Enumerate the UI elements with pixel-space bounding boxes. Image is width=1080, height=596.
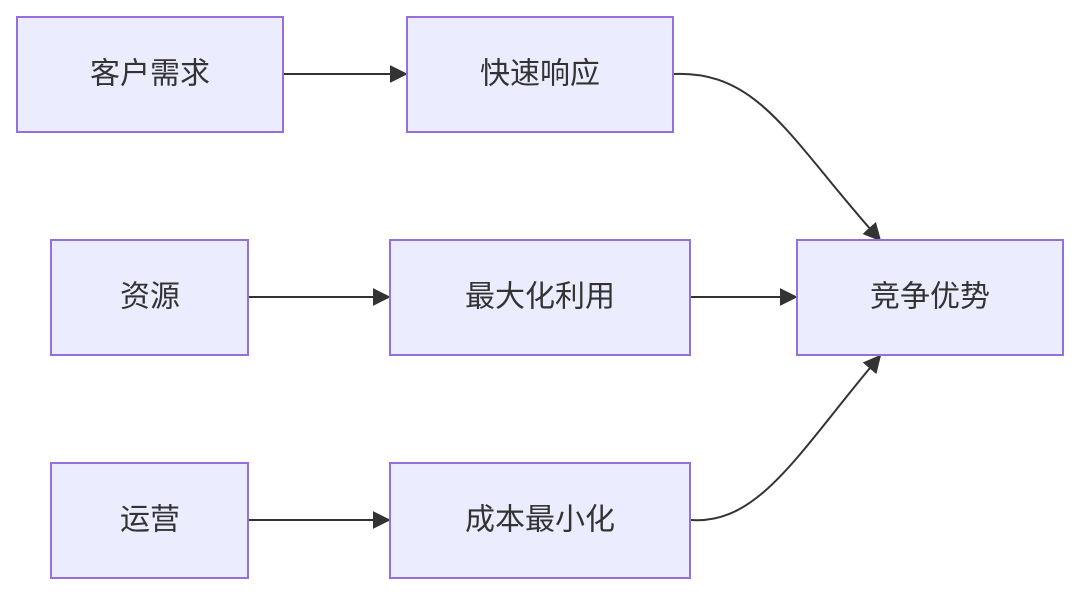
edge-fast-response-to-competitive-advantage bbox=[672, 72, 882, 242]
node-label: 最大化利用 bbox=[465, 280, 615, 315]
node-operations: 运营 bbox=[50, 462, 249, 579]
node-label: 资源 bbox=[120, 280, 180, 315]
node-label: 运营 bbox=[120, 503, 180, 538]
edge-cost-minimization-to-competitive-advantage bbox=[690, 354, 882, 522]
node-label: 客户需求 bbox=[90, 57, 210, 92]
node-customer-demand: 客户需求 bbox=[16, 16, 284, 133]
node-label: 竞争优势 bbox=[870, 280, 990, 315]
edges bbox=[249, 65, 882, 529]
node-max-utilization: 最大化利用 bbox=[389, 239, 691, 356]
node-label: 快速响应 bbox=[480, 57, 600, 92]
node-resources: 资源 bbox=[50, 239, 249, 356]
node-fast-response: 快速响应 bbox=[406, 16, 674, 133]
node-label: 成本最小化 bbox=[465, 503, 615, 538]
node-competitive-advantage: 竞争优势 bbox=[796, 239, 1064, 356]
node-cost-minimization: 成本最小化 bbox=[389, 462, 691, 579]
